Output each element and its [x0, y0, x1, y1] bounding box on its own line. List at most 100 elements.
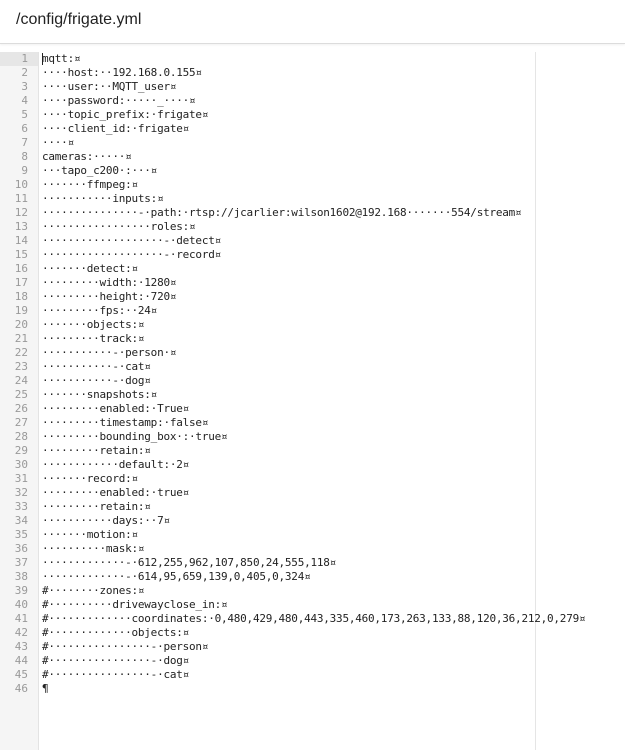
code-line[interactable]: 9···tapo_c200·:···¤	[0, 164, 625, 178]
code-line[interactable]: 36··········mask:¤	[0, 542, 625, 556]
code-line[interactable]: 5····topic_prefix:·frigate¤	[0, 108, 625, 122]
line-number: 13	[14, 220, 28, 233]
line-number: 32	[14, 486, 28, 499]
code-line[interactable]: 11···········inputs:¤	[0, 192, 625, 206]
line-text[interactable]: ·········track:¤	[42, 332, 145, 345]
line-text[interactable]: ·········height:·720¤	[42, 290, 177, 303]
line-text[interactable]: ·······ffmpeg:¤	[42, 178, 138, 191]
line-number: 26	[14, 402, 28, 415]
code-line[interactable]: 10 ·······ffmpeg:¤	[0, 178, 625, 192]
line-text[interactable]: ···········-·dog¤	[42, 374, 151, 387]
code-line[interactable]: 17·········width:·1280¤	[0, 276, 625, 290]
code-line[interactable]: 29·········retain:¤	[0, 444, 625, 458]
line-text[interactable]: ····client_id:·frigate¤	[42, 122, 190, 135]
code-line[interactable]: 35·······motion:¤	[0, 528, 625, 542]
code-line[interactable]: 25·······snapshots:¤	[0, 388, 625, 402]
code-line[interactable]: 40#··········drivewayclose_in:¤	[0, 598, 625, 612]
code-line[interactable]: 20·······objects:¤	[0, 318, 625, 332]
code-line[interactable]: 22···········-·person·¤	[0, 346, 625, 360]
line-text[interactable]: ···········-·person·¤	[42, 346, 177, 359]
line-number: 7	[21, 136, 28, 149]
code-line[interactable]: 32 ·········enabled:·true¤	[0, 486, 625, 500]
line-text[interactable]: ·············-·612,255,962,107,850,24,55…	[42, 556, 337, 569]
line-text[interactable]: ·········enabled:·True¤	[42, 402, 190, 415]
code-line[interactable]: 26 ·········enabled:·True¤	[0, 402, 625, 416]
code-line[interactable]: 19 ·········fps:··24¤	[0, 304, 625, 318]
line-text[interactable]: #················-·cat¤	[42, 668, 190, 681]
code-line[interactable]: 16·······detect:¤	[0, 262, 625, 276]
line-text[interactable]: #················-·person¤	[42, 640, 209, 653]
code-line[interactable]: 2····host:··192.168.0.155¤	[0, 66, 625, 80]
line-text[interactable]: ··········mask:¤	[42, 542, 145, 555]
line-text[interactable]: ····¤	[42, 136, 74, 149]
code-line[interactable]: 43#················-·person¤	[0, 640, 625, 654]
line-text[interactable]: ···············-·path:·rtsp://jcarlier:w…	[42, 206, 522, 219]
code-line[interactable]: 31·······record:¤	[0, 472, 625, 486]
line-text[interactable]: ·········retain:¤	[42, 500, 151, 513]
line-text[interactable]: ···················-·record¤	[42, 248, 221, 261]
code-line[interactable]: 13 ·················roles:¤	[0, 220, 625, 234]
line-text[interactable]: ¶	[42, 682, 49, 695]
code-line[interactable]: 24···········-·dog¤	[0, 374, 625, 388]
line-text[interactable]: ·········bounding_box·:·true¤	[42, 430, 228, 443]
line-number: 34	[14, 514, 28, 527]
code-line[interactable]: 37·············-·612,255,962,107,850,24,…	[0, 556, 625, 570]
line-text[interactable]: ·······objects:¤	[42, 318, 145, 331]
code-line[interactable]: 38·············-·614,95,659,139,0,405,0,…	[0, 570, 625, 584]
line-text[interactable]: #·············objects:¤	[42, 626, 190, 639]
line-text[interactable]: ·······record:¤	[42, 472, 138, 485]
code-line[interactable]: 41#·············coordinates:·0,480,429,4…	[0, 612, 625, 626]
line-text[interactable]: ·······detect:¤	[42, 262, 138, 275]
line-text[interactable]: ·······snapshots:¤	[42, 388, 158, 401]
code-line[interactable]: 45#················-·cat¤	[0, 668, 625, 682]
line-text[interactable]: #··········drivewayclose_in:¤	[42, 598, 228, 611]
line-text[interactable]: #········zones:¤	[42, 584, 145, 597]
line-text[interactable]: ····user:··MQTT_user¤	[42, 80, 177, 93]
line-text[interactable]: ·········fps:··24¤	[42, 304, 158, 317]
code-line[interactable]: 12···············-·path:·rtsp://jcarlier…	[0, 206, 625, 220]
code-line[interactable]: 34 ···········days:··7¤	[0, 514, 625, 528]
code-line[interactable]: 15···················-·record¤	[0, 248, 625, 262]
code-line[interactable]: 23···········-·cat¤	[0, 360, 625, 374]
line-text[interactable]: ·············-·614,95,659,139,0,405,0,32…	[42, 570, 311, 583]
line-text[interactable]: ···········-·cat¤	[42, 360, 151, 373]
code-line[interactable]: 7 ····¤	[0, 136, 625, 150]
line-text[interactable]: cameras:·····¤	[42, 150, 132, 163]
line-text[interactable]: ·······motion:¤	[42, 528, 138, 541]
line-text[interactable]: ·········timestamp:·false¤	[42, 416, 209, 429]
line-number: 10	[14, 178, 28, 191]
line-text[interactable]: ·················roles:¤	[42, 220, 196, 233]
code-line[interactable]: 28·········bounding_box·:·true¤	[0, 430, 625, 444]
line-text[interactable]: #················-·dog¤	[42, 654, 190, 667]
line-text[interactable]: ···tapo_c200·:···¤	[42, 164, 158, 177]
line-text[interactable]: ····host:··192.168.0.155¤	[42, 66, 202, 79]
code-line[interactable]: 21·········track:¤	[0, 332, 625, 346]
code-line[interactable]: 4····password:·····_····¤	[0, 94, 625, 108]
line-text[interactable]: ····password:·····_····¤	[42, 94, 196, 107]
line-text[interactable]: ···········inputs:¤	[42, 192, 164, 205]
line-text[interactable]: ····topic_prefix:·frigate¤	[42, 108, 209, 121]
code-line[interactable]: 44#················-·dog¤	[0, 654, 625, 668]
code-line[interactable]: 39#········zones:¤	[0, 584, 625, 598]
code-line[interactable]: 3····user:··MQTT_user¤	[0, 80, 625, 94]
code-line[interactable]: 33·········retain:¤	[0, 500, 625, 514]
code-line[interactable]: 27·········timestamp:·false¤	[0, 416, 625, 430]
line-text[interactable]: ···················-·detect¤	[42, 234, 221, 247]
line-text[interactable]: ············default:·2¤	[42, 458, 190, 471]
code-line[interactable]: 6····client_id:·frigate¤	[0, 122, 625, 136]
line-text[interactable]: ···········days:··7¤	[42, 514, 170, 527]
code-line[interactable]: 42#·············objects:¤	[0, 626, 625, 640]
line-text[interactable]: ·········enabled:·true¤	[42, 486, 190, 499]
line-number: 19	[14, 304, 28, 317]
line-text[interactable]: mqtt:¤	[42, 52, 81, 65]
code-line[interactable]: 18·········height:·720¤	[0, 290, 625, 304]
line-text[interactable]: #·············coordinates:·0,480,429,480…	[42, 612, 586, 625]
code-line[interactable]: 30············default:·2¤	[0, 458, 625, 472]
code-line[interactable]: 14···················-·detect¤	[0, 234, 625, 248]
line-text[interactable]: ·········width:·1280¤	[42, 276, 177, 289]
line-text[interactable]: ·········retain:¤	[42, 444, 151, 457]
code-line[interactable]: 46¶	[0, 682, 625, 696]
